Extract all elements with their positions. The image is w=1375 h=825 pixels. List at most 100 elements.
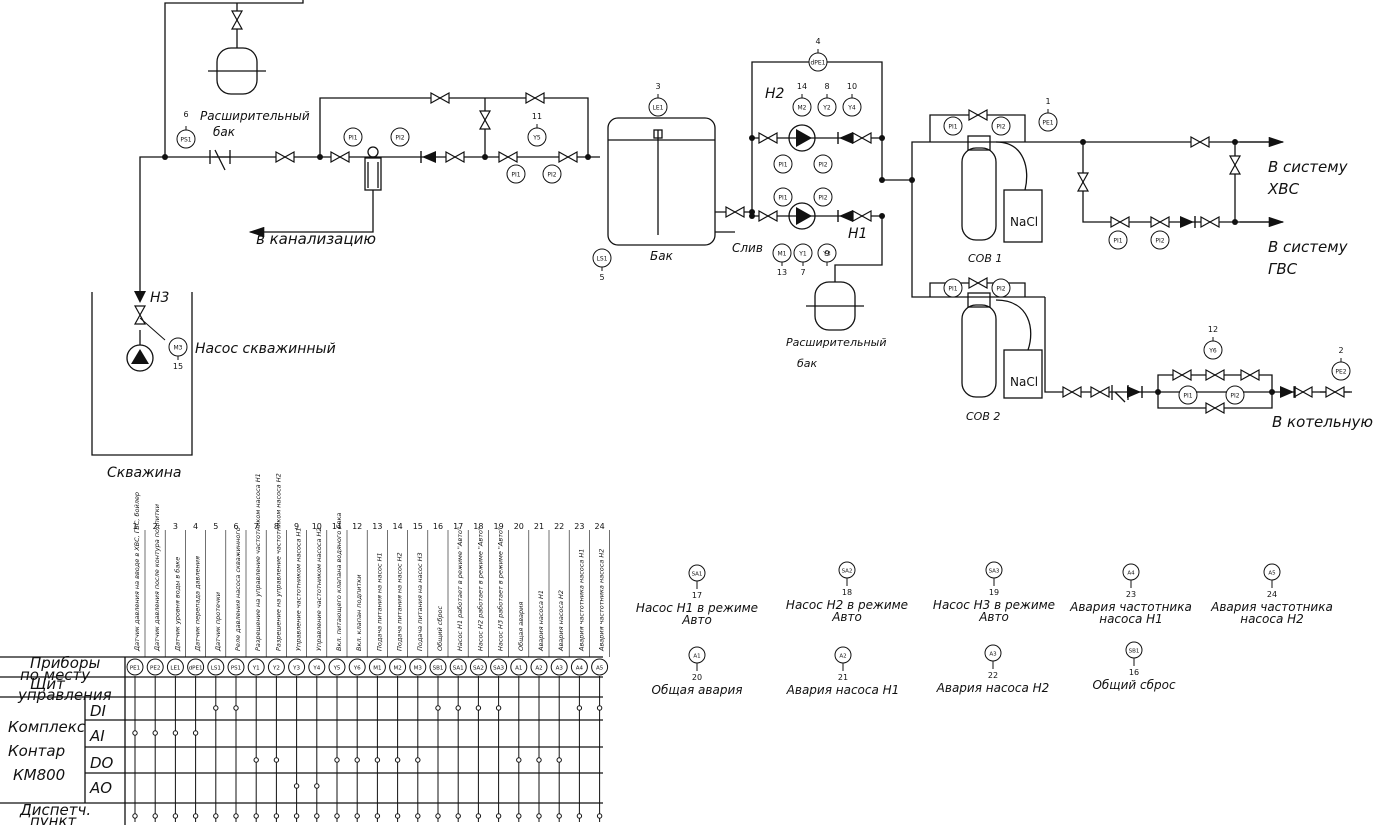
pressure-gauge-pi2: PI2	[991, 116, 1011, 136]
svg-text:Авария насоса Н1: Авария насоса Н1	[786, 683, 900, 697]
io-point-dispatch	[253, 813, 259, 819]
svg-text:4: 4	[815, 37, 820, 46]
io-point-do	[253, 757, 259, 763]
svg-text:бак: бак	[797, 357, 818, 370]
filter-housing	[364, 146, 382, 191]
svg-text:dPE1: dPE1	[810, 60, 825, 67]
svg-text:NaCl: NaCl	[1010, 375, 1038, 389]
expansion-tank-pumps: Расширительный бак	[786, 281, 886, 370]
column-number: 21	[534, 522, 544, 531]
svg-text:Y1: Y1	[798, 251, 807, 258]
svg-text:Щит: Щит	[30, 675, 66, 693]
pressure-gauge-pi1: PI1	[1178, 385, 1198, 405]
svg-text:Авария частотника: Авария частотника	[1069, 600, 1192, 614]
io-point-do	[415, 757, 421, 763]
svg-text:6: 6	[183, 110, 188, 119]
svg-text:SB1: SB1	[1129, 648, 1140, 654]
pressure-gauge-pi1: PI1	[773, 187, 793, 207]
column-tag: Y2	[272, 666, 280, 672]
svg-text:A2: A2	[839, 653, 846, 659]
svg-text:пункт: пункт	[30, 812, 78, 825]
io-point-dispatch	[475, 813, 482, 819]
io-point-do	[374, 757, 381, 763]
pressure-gauge-pi1: PI1	[943, 116, 963, 136]
svg-text:SA2: SA2	[842, 568, 853, 574]
io-point-dispatch	[394, 813, 401, 819]
io-point-di	[495, 705, 502, 711]
svg-text:M3: M3	[174, 345, 183, 352]
io-point-dispatch	[334, 813, 340, 819]
svg-text:LE1: LE1	[653, 105, 664, 112]
pressure-gauge-pi2: PI2	[390, 127, 410, 147]
svg-text:AO: AO	[89, 779, 112, 797]
svg-text:СОВ 2: СОВ 2	[966, 410, 1000, 423]
svg-text:Насос Н1 в режиме: Насос Н1 в режиме	[636, 601, 758, 615]
svg-text:SA1: SA1	[692, 571, 703, 577]
pressure-gauge-pi1: PI1	[773, 154, 793, 174]
column-tag: SB1	[433, 666, 444, 672]
io-point-dispatch	[495, 813, 502, 819]
instrument-y2: Y28	[817, 82, 837, 117]
column-tag: M1	[373, 666, 381, 672]
pressure-gauge-pi2: PI2	[1150, 230, 1170, 250]
svg-text:20: 20	[692, 673, 702, 682]
io-point-ao	[293, 783, 300, 789]
column-tag: SA3	[493, 666, 504, 672]
column-number: 6	[233, 522, 238, 531]
io-point-dispatch	[556, 813, 562, 819]
column-tag: Y4	[312, 666, 320, 672]
io-point-ai	[172, 730, 179, 736]
svg-text:PI2: PI2	[996, 124, 1005, 131]
svg-text:PE2: PE2	[1335, 369, 1346, 376]
svg-text:12: 12	[1208, 325, 1218, 334]
column-number: 23	[574, 522, 584, 531]
svg-text:Приборы: Приборы	[30, 654, 100, 672]
io-point-di	[596, 705, 603, 711]
svg-text:PI1: PI1	[1113, 238, 1122, 245]
io-point-dispatch	[233, 813, 239, 819]
svg-text:DO: DO	[90, 754, 114, 772]
io-point-do	[516, 757, 522, 763]
strainer	[209, 149, 1129, 403]
water-tank: Бак Слив	[607, 117, 763, 263]
svg-text:PI1: PI1	[948, 124, 957, 131]
column-description: Реле давления насоса скважинного	[234, 527, 242, 651]
well: Н3 Насос скважинный Скважина	[91, 290, 336, 481]
svg-text:насоса Н1: насоса Н1	[1099, 612, 1163, 626]
svg-text:A4: A4	[1127, 570, 1135, 576]
io-point-dispatch	[293, 813, 300, 819]
svg-text:PI2: PI2	[1155, 238, 1164, 245]
column-tag: LE1	[170, 666, 180, 672]
svg-text:по месту: по месту	[20, 666, 91, 684]
column-number: 7	[254, 522, 259, 531]
svg-text:PE1: PE1	[1042, 120, 1053, 127]
svg-text:PI2: PI2	[996, 286, 1005, 293]
column-number: 22	[554, 522, 564, 531]
svg-text:2: 2	[1338, 346, 1343, 355]
io-point-dispatch	[314, 813, 320, 819]
column-description: Вкл. питающего клапана водяного бака	[335, 513, 343, 651]
pump-h1: Н1	[788, 202, 867, 242]
io-point-dispatch	[516, 813, 522, 819]
io-point-do	[334, 757, 340, 763]
column-description: Управление частотником насоса Н2	[315, 527, 323, 651]
